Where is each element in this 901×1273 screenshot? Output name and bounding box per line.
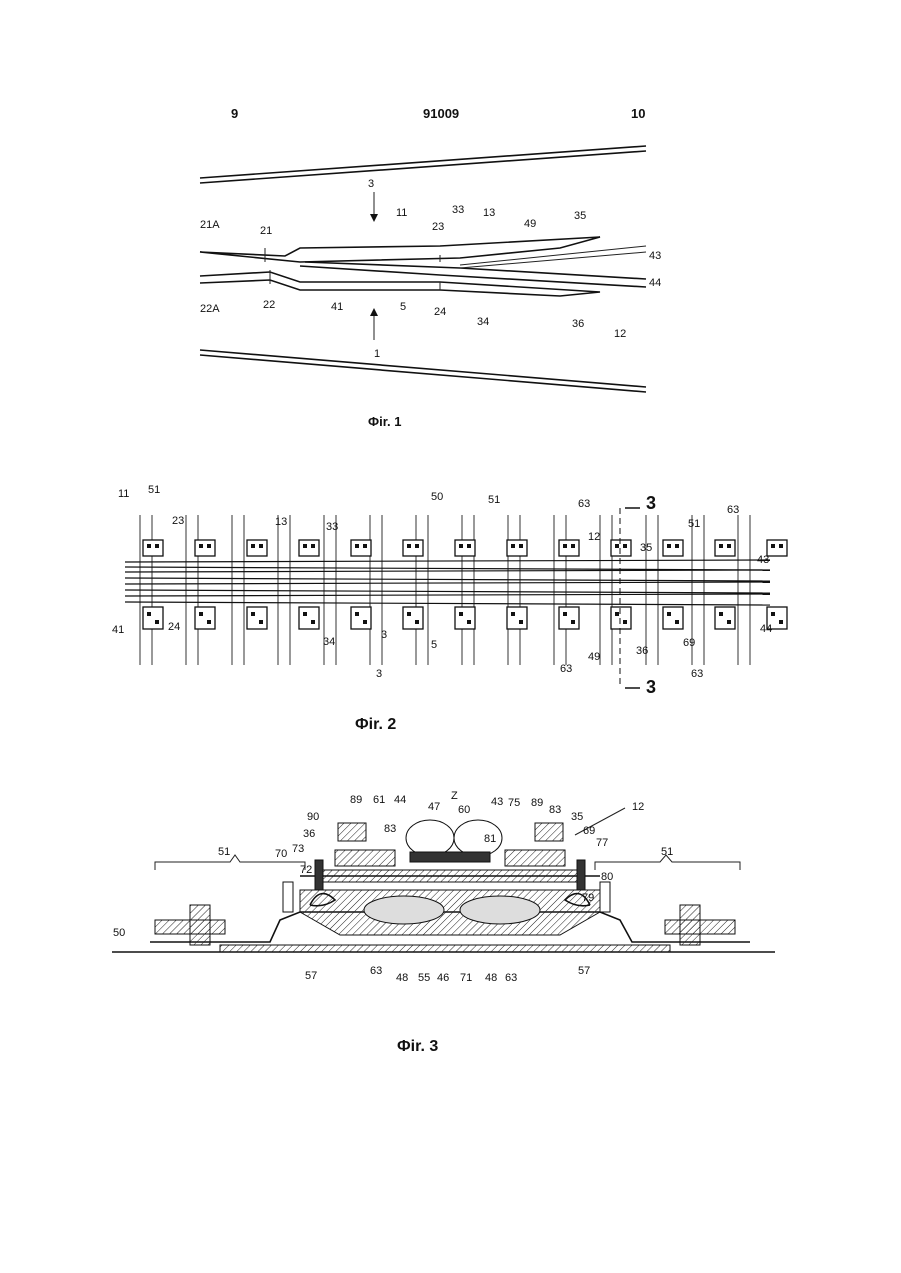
fig3-label: 48 bbox=[485, 972, 497, 984]
figure-2-caption: Фіr. 2 bbox=[355, 716, 396, 734]
fig2-label: 34 bbox=[323, 636, 335, 648]
figure-3-caption: Фіr. 3 bbox=[397, 1038, 438, 1056]
fig3-label: 89 bbox=[531, 797, 543, 809]
fig3-label: 61 bbox=[373, 794, 385, 806]
fig3-label: 83 bbox=[384, 823, 396, 835]
fig3-label: 48 bbox=[396, 972, 408, 984]
fig1-label: 34 bbox=[477, 316, 489, 328]
fig1-label: 21A bbox=[200, 219, 220, 231]
fig3-label: 89 bbox=[350, 794, 362, 806]
fig3-label: 51 bbox=[661, 846, 673, 858]
fig3-label: 12 bbox=[632, 801, 644, 813]
fig2-label: 63 bbox=[691, 668, 703, 680]
fig1-label: 13 bbox=[483, 207, 495, 219]
fig3-label: 35 bbox=[571, 811, 583, 823]
fig3-label: 51 bbox=[218, 846, 230, 858]
fig2-label: 49 bbox=[588, 651, 600, 663]
fig2-label: 33 bbox=[326, 521, 338, 533]
fig1-label: 22A bbox=[200, 303, 220, 315]
fig3-label: Z bbox=[451, 790, 458, 802]
fig3-label: 73 bbox=[292, 843, 304, 855]
fig3-label: 36 bbox=[303, 828, 315, 840]
fig2-label: 12 bbox=[588, 531, 600, 543]
fig2-label: 36 bbox=[636, 645, 648, 657]
fig1-label: 3 bbox=[368, 178, 374, 190]
fig3-label: 63 bbox=[370, 965, 382, 977]
fig1-label: 33 bbox=[452, 204, 464, 216]
figure-1-drawing bbox=[200, 146, 646, 392]
fig2-label: 24 bbox=[168, 621, 180, 633]
fig2-label: 63 bbox=[560, 663, 572, 675]
figure-3-drawing bbox=[112, 808, 775, 952]
fig3-label: 43 bbox=[491, 796, 503, 808]
fig1-label: 12 bbox=[614, 328, 626, 340]
fig2-section-mark: 3 bbox=[646, 493, 656, 513]
fig1-label: 11 bbox=[396, 207, 407, 219]
fig1-label: 5 bbox=[400, 301, 406, 313]
fig1-label: 43 bbox=[649, 250, 661, 262]
fig3-label: 72 bbox=[300, 864, 312, 876]
fig1-label: 22 bbox=[263, 299, 275, 311]
fig3-label: 71 bbox=[460, 972, 472, 984]
figure-2-drawing bbox=[125, 508, 787, 688]
fig3-label: 60 bbox=[458, 804, 470, 816]
fig2-label: 51 bbox=[148, 484, 160, 496]
fig2-label: 50 bbox=[431, 491, 443, 503]
fig3-label: 70 bbox=[275, 848, 287, 860]
fig2-label: 23 bbox=[172, 515, 184, 527]
fig3-label: 77 bbox=[596, 837, 608, 849]
fig3-label: 79 bbox=[582, 892, 594, 904]
fig1-label: 41 bbox=[331, 301, 343, 313]
fig3-label: 46 bbox=[437, 972, 449, 984]
fig1-label: 44 bbox=[649, 277, 661, 289]
figure-1-labels: 3 11 33 13 35 49 43 21A 21 23 44 22A 22 … bbox=[200, 178, 661, 360]
fig3-label: 81 bbox=[484, 833, 496, 845]
fig2-section-mark: 3 bbox=[646, 677, 656, 697]
figure-1-caption: Фіr. 1 bbox=[368, 414, 402, 429]
fig2-label: 51 bbox=[688, 518, 700, 530]
fig2-label: 13 bbox=[275, 516, 287, 528]
fig3-label: 90 bbox=[307, 811, 319, 823]
fig3-label: 44 bbox=[394, 794, 406, 806]
fig2-label: 51 bbox=[488, 494, 500, 506]
fig2-label: 5 bbox=[431, 639, 437, 651]
fig1-label: 24 bbox=[434, 306, 446, 318]
fig2-label: 3 bbox=[381, 629, 387, 641]
fig1-label: 1 bbox=[374, 348, 380, 360]
fig2-label: 44 bbox=[760, 623, 772, 635]
fig3-label: 57 bbox=[578, 965, 590, 977]
fig3-label: 57 bbox=[305, 970, 317, 982]
fig3-label: 75 bbox=[508, 797, 520, 809]
fig3-label: 50 bbox=[113, 927, 125, 939]
fig3-label: 55 bbox=[418, 972, 430, 984]
figure-3-labels: 89 61 44 47 Z 60 43 75 89 83 35 12 90 83… bbox=[113, 790, 673, 984]
fig1-label: 36 bbox=[572, 318, 584, 330]
fig2-label: 11 bbox=[118, 488, 129, 500]
fig3-label: 83 bbox=[549, 804, 561, 816]
fig2-label: 43 bbox=[757, 554, 769, 566]
fig1-label: 49 bbox=[524, 218, 536, 230]
fig3-label: 63 bbox=[505, 972, 517, 984]
fig2-label: 63 bbox=[727, 504, 739, 516]
fig2-label: 69 bbox=[683, 637, 695, 649]
fig2-label: 63 bbox=[578, 498, 590, 510]
fig2-label: 41 bbox=[112, 624, 124, 636]
fig3-label: 69 bbox=[583, 825, 595, 837]
fig1-label: 21 bbox=[260, 225, 272, 237]
fig1-label: 35 bbox=[574, 210, 586, 222]
fig1-label: 23 bbox=[432, 221, 444, 233]
fig3-label: 80 bbox=[601, 871, 613, 883]
fig2-label: 35 bbox=[640, 542, 652, 554]
fig3-label: 47 bbox=[428, 801, 440, 813]
fig2-label: 3 bbox=[376, 668, 382, 680]
